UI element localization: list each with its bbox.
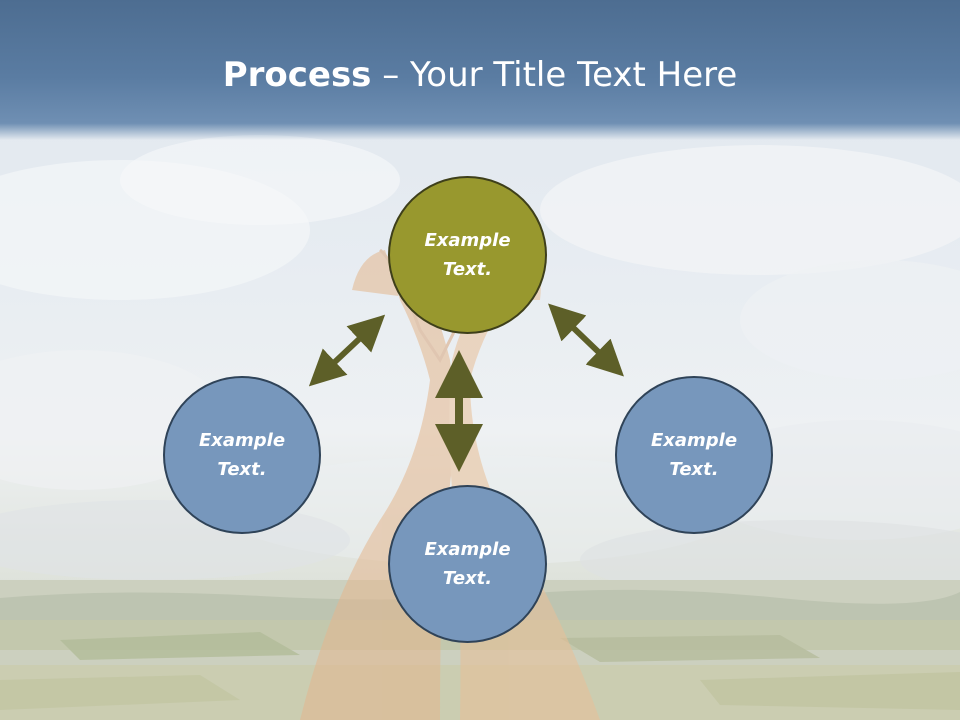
node-top: Example Text.	[388, 176, 547, 334]
title-bar	[0, 0, 960, 140]
node-left-line2: Text.	[217, 459, 267, 480]
slide-title: Process – Your Title Text Here	[0, 52, 960, 98]
title-rest: – Your Title Text Here	[371, 55, 738, 95]
node-bottom-line2: Text.	[442, 568, 493, 589]
node-right-line2: Text.	[669, 459, 719, 480]
node-bottom: Example Text.	[388, 485, 547, 643]
node-top-line1: Example	[424, 230, 511, 251]
node-right-line1: Example	[650, 430, 738, 451]
node-left-line1: Example	[198, 430, 286, 451]
node-left: Example Text.	[163, 376, 321, 534]
node-bottom-line1: Example	[424, 539, 511, 560]
node-bottom-text: Example Text.	[413, 535, 523, 593]
node-top-text: Example Text.	[413, 226, 523, 284]
title-strong: Process	[222, 55, 372, 95]
double-arrow-diagonal-left-icon	[308, 314, 386, 387]
node-top-line2: Text.	[442, 259, 493, 280]
double-arrow-diagonal-right-icon	[548, 303, 624, 377]
node-left-text: Example Text.	[187, 426, 297, 484]
node-right-text: Example Text.	[639, 426, 749, 484]
node-right: Example Text.	[615, 376, 773, 534]
